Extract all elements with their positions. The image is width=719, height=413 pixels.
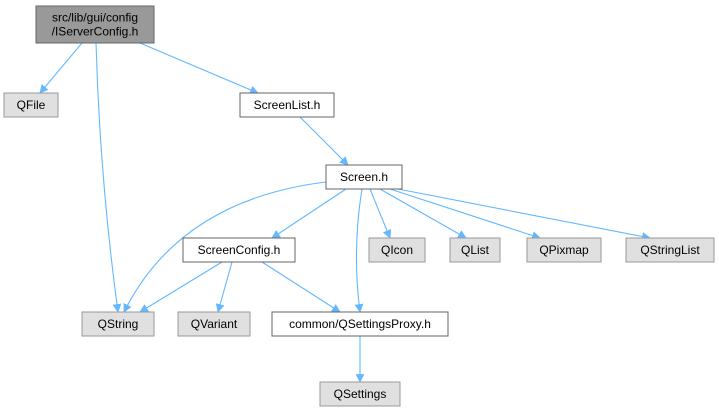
node-qsettings-label: QSettings (334, 387, 387, 401)
node-qfile-box (3, 92, 59, 118)
node-screen-label: Screen.h (340, 170, 388, 184)
node-qlist-label: QList (461, 243, 490, 257)
edge-screen-to-qlist (379, 188, 467, 239)
edge-screenconfig-to-qvariant (215, 261, 233, 313)
edge-screen-to-qsettingsproxy (354, 188, 364, 313)
edge-screenconfig-to-qsettingsproxy (261, 261, 341, 313)
node-screenconfig-label: ScreenConfig.h (198, 243, 281, 257)
edge-root-to-qfile (39, 42, 83, 94)
node-qicon-label: QIcon (381, 243, 413, 257)
node-qpixmap[interactable]: QPixmap (526, 237, 602, 263)
node-qvariant-label: QVariant (191, 317, 238, 331)
node-qstring-box (81, 311, 155, 337)
node-qpixmap-box (526, 237, 602, 263)
edge-screen-to-qstringlist (397, 188, 651, 241)
node-qfile-label: QFile (17, 98, 46, 112)
node-screenlist-label: ScreenList.h (254, 98, 321, 112)
node-qsettingsproxy-box (271, 311, 449, 337)
node-qicon-box (368, 237, 426, 263)
node-root[interactable]: src/lib/gui/config/IServerConfig.h (35, 5, 155, 44)
node-qvariant-box (177, 311, 251, 337)
edge-screenlist-to-screen (299, 116, 349, 166)
node-screen[interactable]: Screen.h (325, 164, 403, 190)
node-qsettingsproxy-label: common/QSettingsProxy.h (289, 317, 431, 331)
node-qsettings[interactable]: QSettings (319, 381, 401, 407)
node-qsettings-box (319, 381, 401, 407)
node-root-label: /IServerConfig.h (52, 25, 139, 39)
node-qstringlist-box (625, 237, 715, 263)
node-screenlist-box (239, 92, 335, 118)
node-qsettingsproxy[interactable]: common/QSettingsProxy.h (271, 311, 449, 337)
node-qlist-box (449, 237, 501, 263)
node-qicon[interactable]: QIcon (368, 237, 426, 263)
node-qstringlist-label: QStringList (640, 243, 700, 257)
edge-screen-to-qstring (123, 181, 327, 313)
edge-root-to-screenlist (139, 42, 259, 94)
edge-screenconfig-to-qstring (139, 261, 223, 313)
node-qlist[interactable]: QList (449, 237, 501, 263)
edge-screen-to-qpixmap (389, 188, 541, 240)
node-qfile[interactable]: QFile (3, 92, 59, 118)
node-qstringlist[interactable]: QStringList (625, 237, 715, 263)
node-qstring[interactable]: QString (81, 311, 155, 337)
node-screenconfig[interactable]: ScreenConfig.h (182, 237, 296, 263)
node-qstring-label: QString (98, 317, 139, 331)
edges-layer (39, 42, 651, 383)
node-root-label: src/lib/gui/config (52, 11, 138, 25)
node-screenlist[interactable]: ScreenList.h (239, 92, 335, 118)
node-screenconfig-box (182, 237, 296, 263)
edge-screen-to-qicon (369, 188, 392, 239)
node-screen-box (325, 164, 403, 190)
node-root-box (35, 5, 155, 44)
node-qpixmap-label: QPixmap (539, 243, 589, 257)
edge-screen-to-screenconfig (271, 188, 347, 239)
edge-root-to-qstring (95, 42, 122, 313)
node-qvariant[interactable]: QVariant (177, 311, 251, 337)
